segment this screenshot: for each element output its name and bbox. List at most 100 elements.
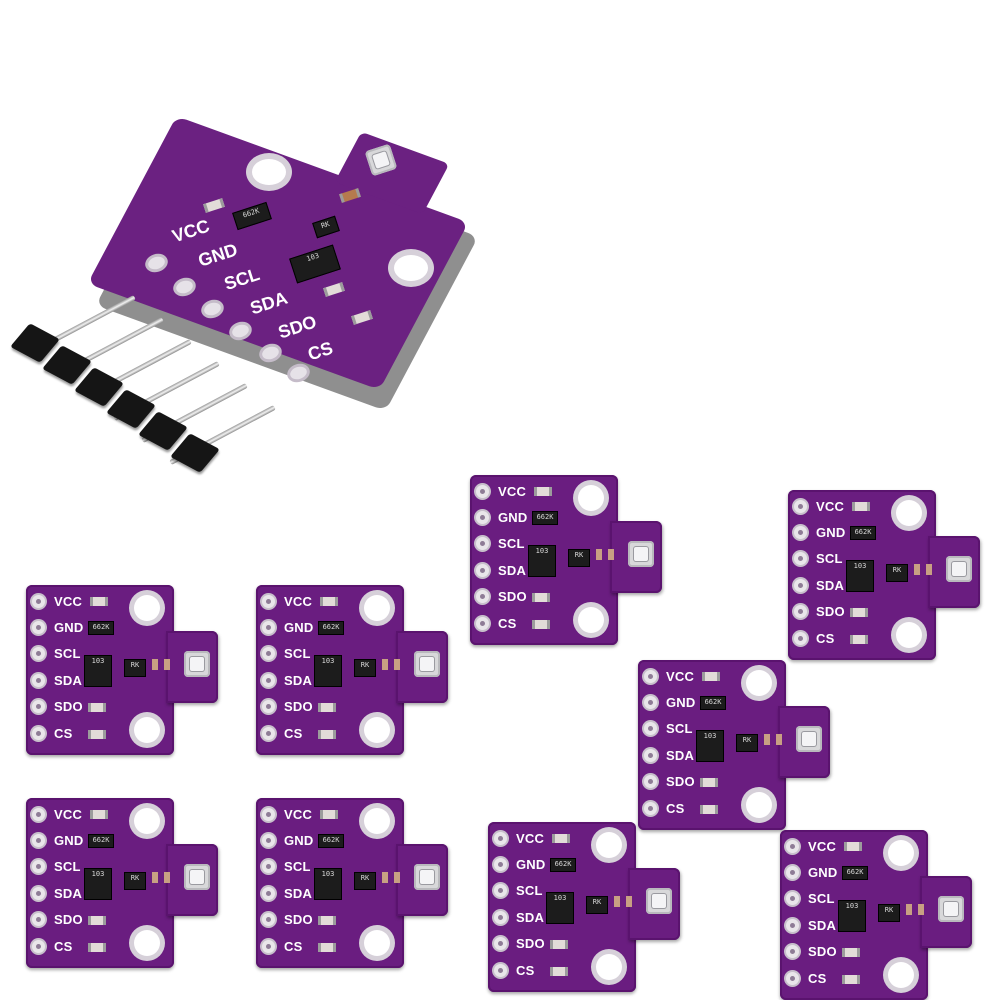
pin-label-vcc: VCC (516, 831, 545, 846)
resistor-array-chip: 103 (314, 655, 342, 687)
regulator-chip: 662K (318, 834, 344, 848)
pin-label-cs: CS (54, 726, 73, 741)
pin-pad (262, 808, 275, 821)
pin-pad (476, 485, 489, 498)
pin-label-cs: CS (808, 971, 827, 986)
regulator-chip: 662K (700, 696, 726, 710)
capacitor (906, 904, 912, 915)
pin-header (0, 290, 290, 520)
pin-label-vcc: VCC (666, 669, 695, 684)
resistor (534, 487, 552, 496)
resistor (318, 703, 336, 712)
pin-pad (494, 911, 507, 924)
pin-pad (32, 727, 45, 740)
pin-pad (476, 564, 489, 577)
chip-marking: 103 (321, 870, 335, 878)
chip-marking: 662K (536, 513, 554, 521)
mosfet-chip: RK (354, 659, 376, 677)
pin-label-sdo: SDO (516, 936, 545, 951)
pin-label-vcc: VCC (54, 594, 83, 609)
pressure-sensor-chip (796, 726, 822, 752)
mosfet-chip: RK (568, 549, 590, 567)
resistor (532, 620, 550, 629)
pin-label-scl: SCL (666, 721, 693, 736)
mounting-hole (134, 808, 160, 834)
resistor (88, 943, 106, 952)
pin-pad (644, 696, 657, 709)
capacitor (152, 659, 158, 670)
pin-label-gnd: GND (498, 510, 528, 525)
capacitor (164, 872, 170, 883)
pin-label-vcc: VCC (498, 484, 527, 499)
chip-marking: RK (884, 906, 894, 914)
pin-pad (262, 913, 275, 926)
regulator-chip: 662K (88, 834, 114, 848)
pin-pad (786, 892, 799, 905)
chip-marking: 103 (853, 562, 867, 570)
resistor (320, 810, 338, 819)
pin-pad (794, 605, 807, 618)
pin-pad (786, 840, 799, 853)
pin-label-sda: SDA (666, 748, 695, 763)
regulator-chip: 662K (550, 858, 576, 872)
pin-pad (644, 670, 657, 683)
pin-label-scl: SCL (498, 536, 525, 551)
pin-pad (262, 621, 275, 634)
chip-marking: 103 (535, 547, 549, 555)
mounting-hole (134, 595, 160, 621)
pin-label-cs: CS (498, 616, 517, 631)
capacitor (918, 904, 924, 915)
resistor (702, 672, 720, 681)
pressure-sensor-chip (938, 896, 964, 922)
pin-pad (32, 700, 45, 713)
pin-label-sda: SDA (498, 563, 527, 578)
chip-marking: 662K (322, 836, 340, 844)
pin-pad (32, 887, 45, 900)
pin-label-sdo: SDO (54, 699, 83, 714)
capacitor (152, 872, 158, 883)
pressure-sensor-chip (628, 541, 654, 567)
regulator-chip: 662K (850, 526, 876, 540)
pin-pad (262, 727, 275, 740)
chip-marking: 103 (703, 732, 717, 740)
pin-label-scl: SCL (284, 859, 311, 874)
pin-pad (476, 617, 489, 630)
pin-label-sda: SDA (816, 578, 845, 593)
mounting-hole (364, 717, 390, 743)
pin-pad (262, 595, 275, 608)
pressure-sensor-chip (184, 651, 210, 677)
resistor (88, 916, 106, 925)
pin-label-sda: SDA (284, 673, 313, 688)
resistor-array-chip: 103 (838, 900, 866, 932)
pin-label-sdo: SDO (284, 699, 313, 714)
pin-label-gnd: GND (666, 695, 696, 710)
pin-pad (794, 552, 807, 565)
breakout-board: VCC GND SCL SDA SDO CS 662K 103 RK (256, 585, 452, 755)
pin-label-cs: CS (54, 939, 73, 954)
resistor (550, 967, 568, 976)
mounting-hole (252, 159, 286, 185)
breakout-board: VCC GND SCL SDA SDO CS 662K 103 RK (780, 830, 976, 1000)
mounting-hole (578, 607, 604, 633)
breakout-board: VCC GND SCL SDA SDO CS 662K 103 RK (788, 490, 984, 660)
resistor (700, 805, 718, 814)
resistor-array-chip: 103 (696, 730, 724, 762)
mosfet-chip: RK (354, 872, 376, 890)
breakout-board: VCC GND SCL SDA SDO CS 662K 103 RK (638, 660, 834, 830)
pin-label-vcc: VCC (284, 807, 313, 822)
mounting-hole (596, 954, 622, 980)
pin-label-sda: SDA (54, 886, 83, 901)
chip-marking: 662K (322, 623, 340, 631)
pressure-sensor-chip (414, 651, 440, 677)
chip-marking: RK (360, 661, 370, 669)
mosfet-chip: RK (124, 872, 146, 890)
resistor-array-chip: 103 (546, 892, 574, 924)
pin-label-sdo: SDO (284, 912, 313, 927)
pin-pad (476, 511, 489, 524)
mounting-hole (896, 622, 922, 648)
pin-pad (494, 884, 507, 897)
capacitor (164, 659, 170, 670)
pin-pad (476, 537, 489, 550)
pin-pad (786, 945, 799, 958)
